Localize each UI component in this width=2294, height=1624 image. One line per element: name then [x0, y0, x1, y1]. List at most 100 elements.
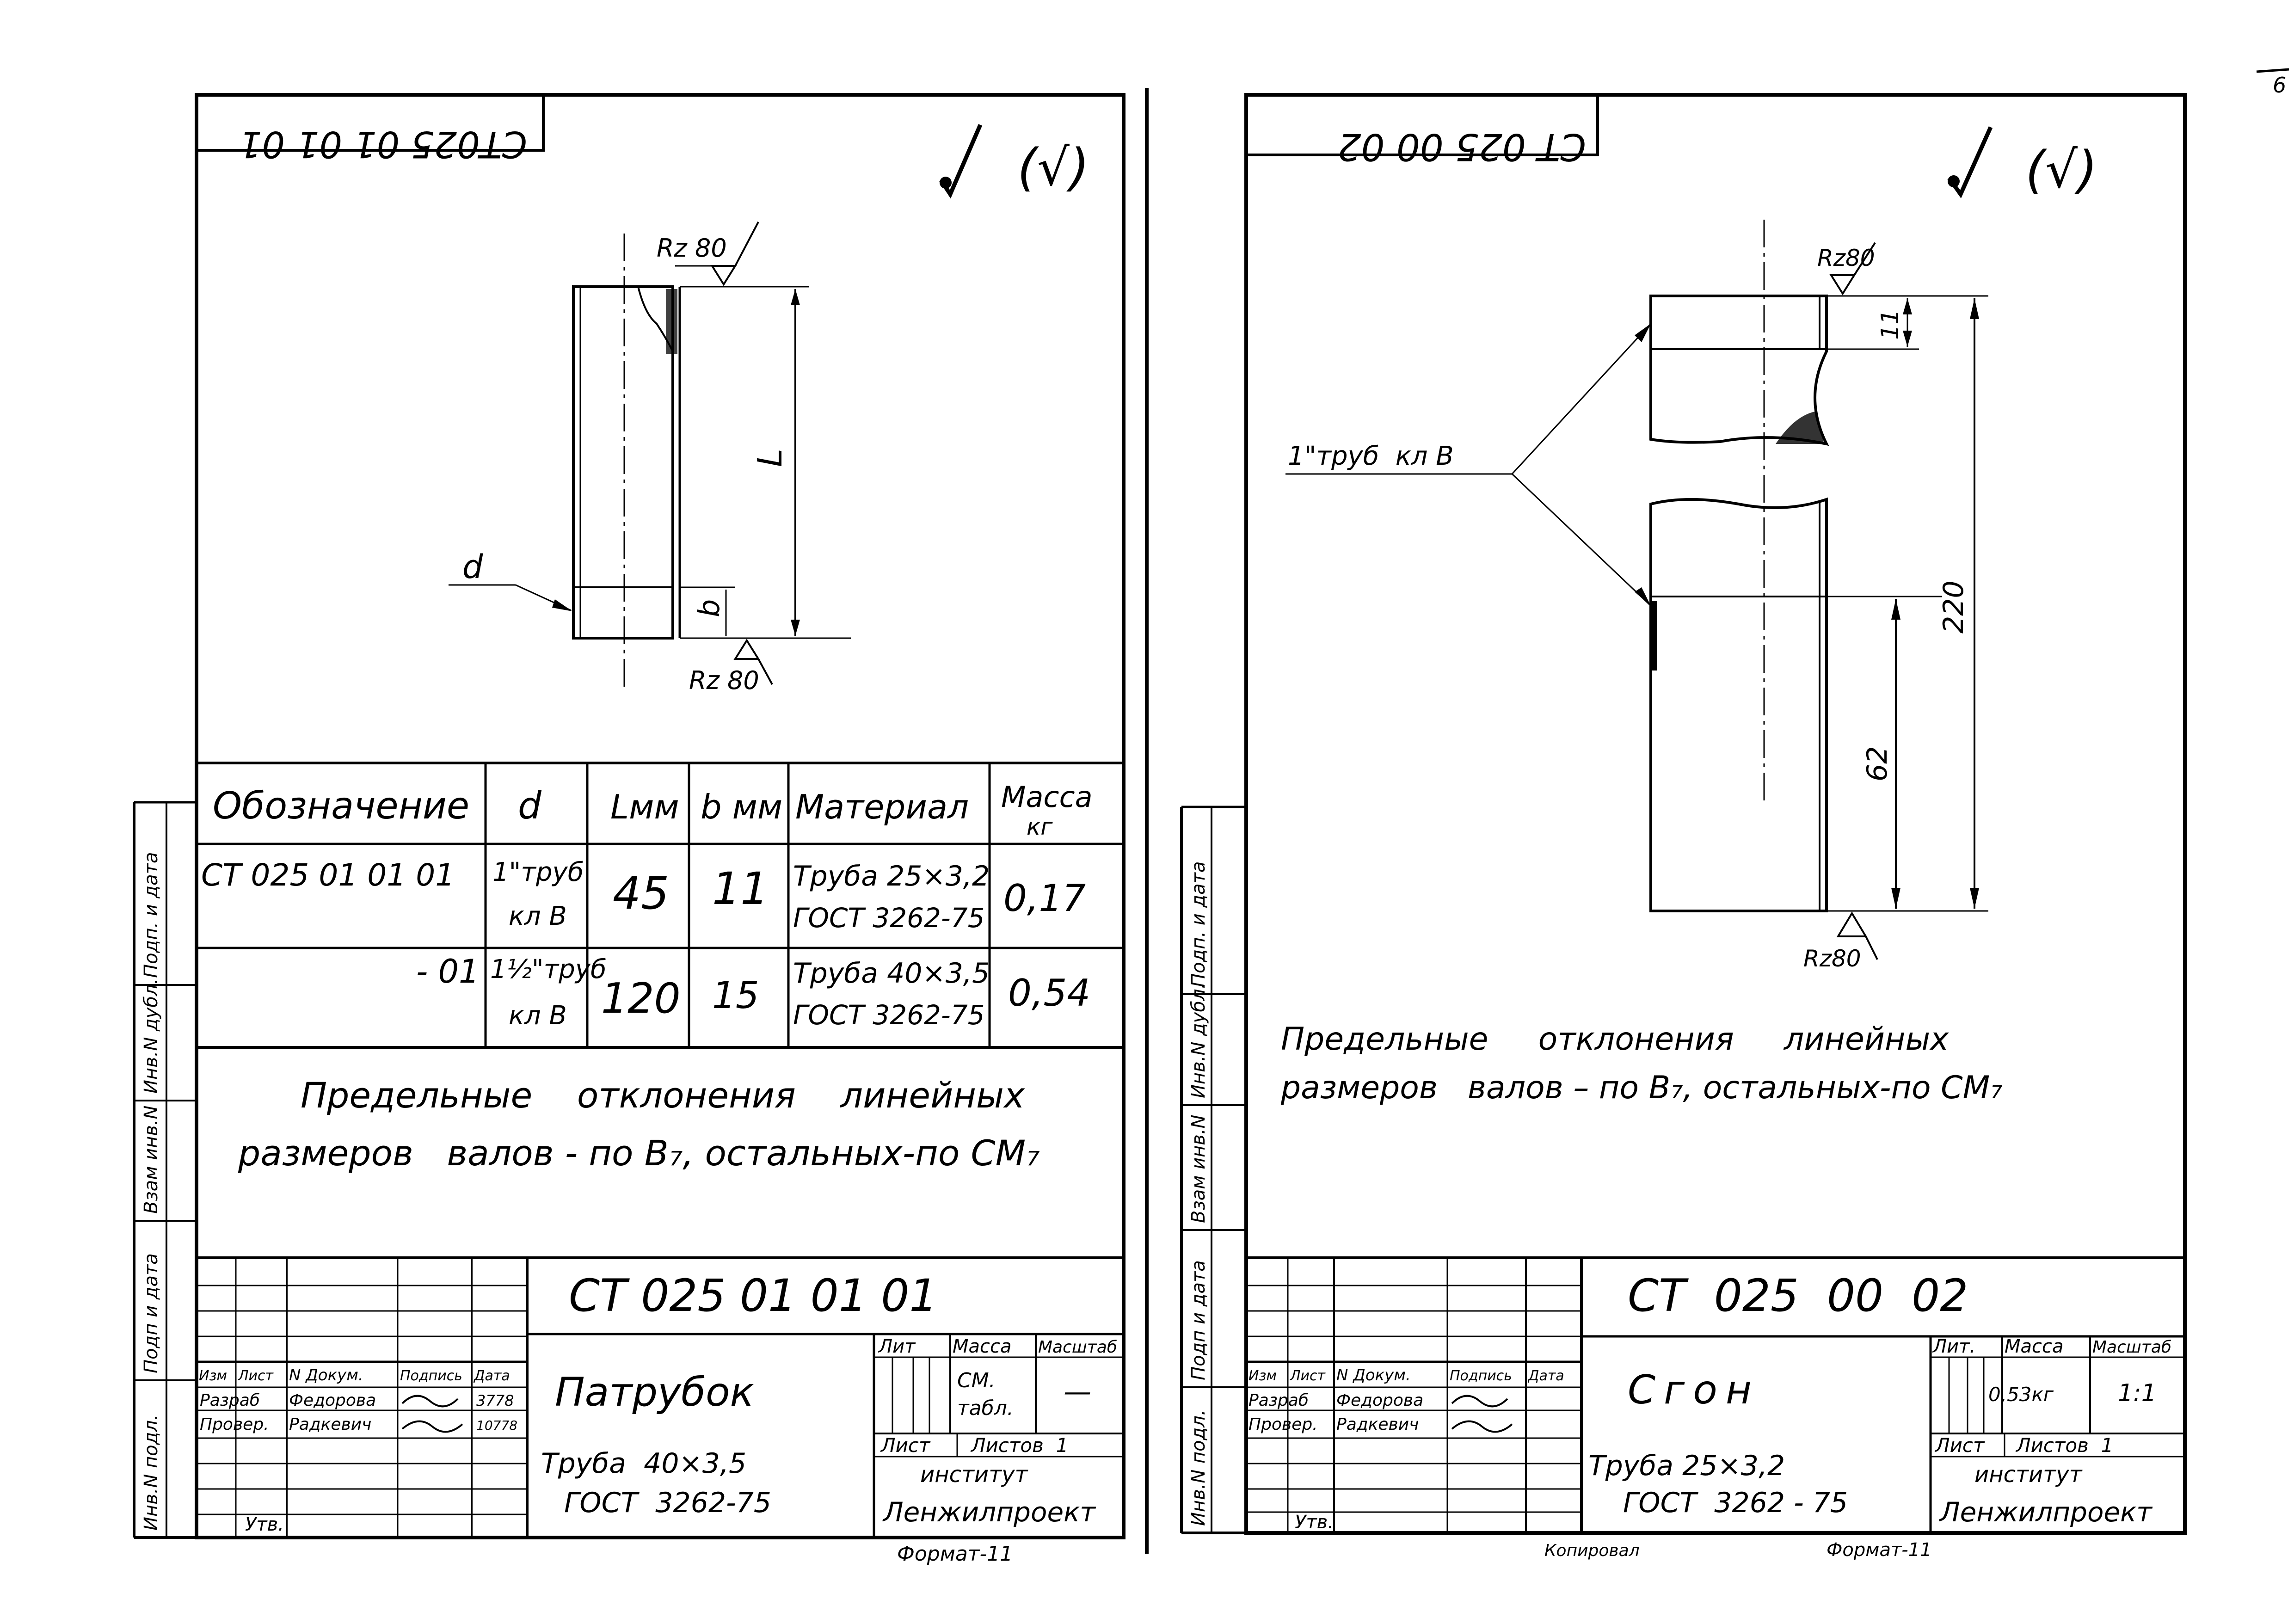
table-row1-mass: 0,17 [1003, 877, 1086, 920]
right-dim-11: 11 [1876, 309, 1904, 340]
table-row2-mat2: ГОСТ 3262-75 [793, 999, 985, 1031]
tb-listov: Листов 1 [970, 1434, 1068, 1457]
r-tb-razrab: Разраб [1248, 1391, 1309, 1410]
tb-format: Формат-11 [897, 1542, 1013, 1566]
table-header-material: Материал [795, 787, 969, 826]
table-row2-L: 120 [601, 974, 681, 1023]
r-tb-massa: Масса [2005, 1336, 2064, 1357]
r-tb-material1: Труба 25×3,2 [1588, 1450, 1785, 1482]
tb-col-izm: Изм [199, 1368, 227, 1384]
r-stamp-podp-data: Подп и дата [1188, 1260, 1209, 1380]
r-tb-copied: Копировал [1544, 1541, 1640, 1560]
tb-org1: институт [920, 1462, 1028, 1488]
tb-mashtab: Масштаб [1038, 1338, 1117, 1357]
table-row1-mat1: Труба 25×3,2 [793, 860, 990, 892]
r-tb-name: Сгон [1628, 1367, 1760, 1413]
right-dim-62: 62 [1861, 746, 1894, 781]
table-row2-mat1: Труба 40×3,5 [793, 957, 990, 990]
table-row1-L: 45 [613, 867, 669, 919]
tb-col-podp: Подпись [400, 1368, 462, 1384]
tb-mass-value2: табл. [957, 1396, 1014, 1420]
table-row2-b: 15 [712, 974, 759, 1017]
table-header-b: b мм [701, 787, 782, 826]
r-tb-mass-value: 0,53кг [1988, 1383, 2054, 1406]
stamp-inv-podl: Инв.N подл. [141, 1414, 162, 1531]
r-tb-col-data: Дата [1527, 1368, 1564, 1384]
r-tb-listov: Листов 1 [2015, 1434, 2113, 1457]
stamp-inv-dubl: Инв.N дубл. [141, 978, 162, 1094]
r-tb-col-list: Лист [1290, 1368, 1326, 1384]
tb-prover: Провер. [200, 1415, 269, 1434]
left-note-line1: Предельные отклонения линейных [301, 1075, 1025, 1116]
table-row1-d2: кл В [509, 901, 567, 931]
table-header-designation: Обозначение [213, 784, 469, 827]
stamp-vzam-inv: Взам инв.N [141, 1106, 162, 1214]
tb-prover-date: 10778 [476, 1418, 517, 1433]
r-tb-scale-value: 1:1 [2118, 1379, 2157, 1407]
left-spec-table: Обозначение d Lмм b мм Материал Масса кг… [197, 762, 1124, 1049]
r-stamp-inv-dubl: Инв.N дубл. [1188, 983, 1209, 1098]
right-roughness-symbol: (√) [2025, 140, 2097, 199]
right-drawing: Инв.N подл. Подп и дата Взам инв.N Инв.N… [1180, 93, 2187, 1561]
r-tb-razrab-name: Федорова [1336, 1391, 1423, 1410]
r-tb-org2: Ленжилпроект [1939, 1496, 2153, 1528]
tb-utv: Утв. [245, 1514, 284, 1535]
right-code-box-text: СТ 025 00 02 [1338, 125, 1586, 168]
left-roughness-symbol: (√) [1017, 138, 1089, 197]
tb-prover-name: Радкевич [289, 1415, 371, 1434]
left-title-block: Изм Лист N Докум. Подпись Дата Разраб Фе… [197, 1256, 1124, 1566]
page-number: 6 [2273, 73, 2286, 98]
right-dim-220: 220 [1937, 580, 1970, 634]
right-leader-label: 1"труб кл В [1288, 441, 1454, 471]
left-code-box-text: СТ025 01 01 01 [239, 123, 527, 165]
tb-lit: Лит [878, 1336, 916, 1357]
table-row2-d2: кл В [509, 1001, 567, 1031]
tb-code: СТ 025 01 01 01 [569, 1270, 937, 1322]
r-tb-utv: Утв. [1295, 1512, 1334, 1533]
tb-scale-value: — [1064, 1376, 1091, 1408]
left-dim-b: b [692, 599, 726, 617]
r-tb-col-podp: Подпись [1450, 1368, 1512, 1384]
table-header-kg: кг [1027, 813, 1053, 840]
left-part-outline [572, 285, 674, 640]
right-title-block: Изм Лист N Докум. Подпись Дата Разраб Фе… [1246, 1256, 2185, 1561]
table-row1-d1: 1"труб [492, 857, 584, 887]
r-stamp-vzam-inv: Взам инв.N [1188, 1115, 1209, 1223]
right-note-line1: Предельные отклонения линейных [1281, 1021, 1949, 1058]
tb-list: Лист [880, 1434, 931, 1457]
r-tb-lit: Лит. [1932, 1336, 1975, 1357]
right-frame [1244, 93, 2187, 1535]
tb-col-data: Дата [473, 1368, 510, 1384]
left-drawing: Инв.N подл. Подп и дата Взам инв.N Инв.N… [133, 93, 1125, 1566]
tb-col-list: Лист [238, 1368, 274, 1384]
table-row1-mat2: ГОСТ 3262-75 [793, 902, 985, 934]
stamp-podp-data: Подп и дата [141, 1253, 162, 1373]
right-code-box [1245, 93, 1599, 156]
table-row1-designation: СТ 025 01 01 01 [201, 857, 455, 893]
r-tb-col-izm: Изм [1248, 1368, 1277, 1384]
r-stamp-inv-podl: Инв.N подл. [1188, 1409, 1209, 1526]
tb-material2: ГОСТ 3262-75 [564, 1487, 771, 1519]
tb-org2: Ленжилпроект [882, 1496, 1096, 1528]
table-row2-mass: 0,54 [1008, 972, 1090, 1015]
r-tb-mashtab: Масштаб [2092, 1338, 2171, 1357]
left-note-line2: размеров валов - по B₇, остальных-по СМ₇ [238, 1132, 1040, 1174]
table-row1-b: 11 [712, 863, 769, 915]
left-code-box [195, 93, 545, 152]
tb-razrab-name: Федорова [289, 1391, 376, 1410]
table-header-mass: Масса [1001, 780, 1093, 814]
table-header-d: d [518, 784, 542, 827]
r-tb-prover-name: Радкевич [1336, 1415, 1419, 1434]
r-tb-prover: Провер. [1248, 1415, 1318, 1434]
tb-name: Патрубок [555, 1369, 754, 1415]
left-frame [195, 93, 1125, 1539]
left-rz-top: Rz 80 [657, 234, 727, 263]
tb-razrab: Разраб [200, 1391, 260, 1410]
tb-material1: Труба 40×3,5 [541, 1447, 746, 1480]
right-note-line2: размеров валов – по B₇, остальных-по СМ₇ [1280, 1070, 2003, 1106]
tb-razrab-date: 3778 [476, 1392, 514, 1409]
r-tb-format: Формат-11 [1827, 1539, 1932, 1561]
left-rz-bottom: Rz 80 [689, 666, 759, 695]
table-header-L: Lмм [610, 787, 679, 826]
